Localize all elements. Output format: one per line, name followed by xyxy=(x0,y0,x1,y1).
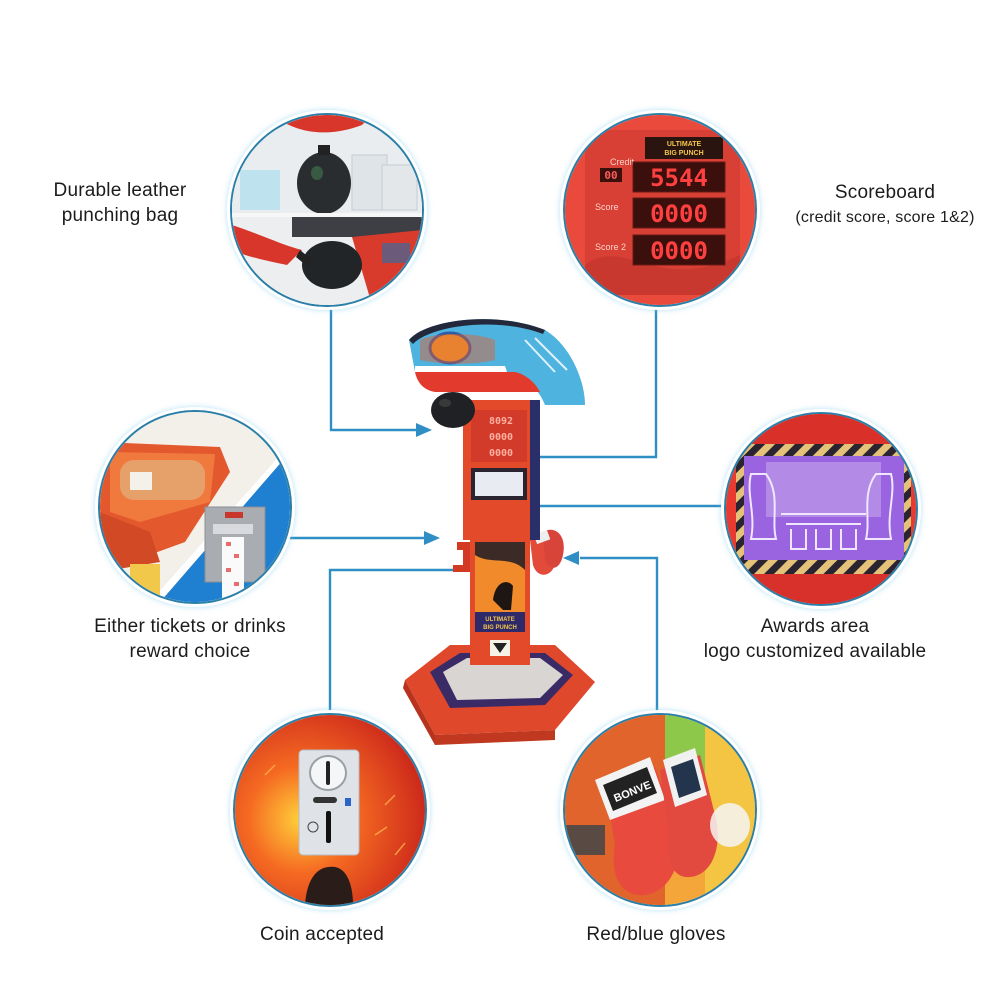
machine-punching-bag xyxy=(431,392,475,428)
awards-area-label: Awards area logo customized available xyxy=(665,614,965,664)
credit-label: Credit xyxy=(610,157,635,167)
main-score-value: 5544 xyxy=(650,164,708,192)
score1-value: 0000 xyxy=(650,200,708,228)
ticket-drink-dispenser-photo xyxy=(98,410,292,604)
awards-area-label-line1: Awards area xyxy=(760,616,870,637)
score1-label: Score xyxy=(595,202,619,212)
machine-mini-score-2: 0000 xyxy=(489,432,513,443)
coin-acceptor-photo xyxy=(233,713,427,907)
score2-label: Score 2 xyxy=(595,242,626,252)
punching-bag-label-line1: Durable leather xyxy=(53,180,187,201)
score2-value: 0000 xyxy=(650,237,708,265)
scoreboard-title: Scoreboard xyxy=(834,182,936,203)
gloves-label: Red/blue gloves xyxy=(556,922,756,947)
gloves-label-text: Red/blue gloves xyxy=(586,924,726,945)
coin-accepted-label: Coin accepted xyxy=(222,922,422,947)
awards-display-photo xyxy=(724,412,918,606)
reward-choice-label: Either tickets or drinks reward choice xyxy=(60,614,320,664)
boxing-gloves-photo: BONVE xyxy=(563,713,757,907)
scoreboard-photo: ULTIMATE BIG PUNCH Credit 00 5544 Score … xyxy=(563,113,757,307)
reward-choice-label-line1: Either tickets or drinks xyxy=(94,616,286,637)
credit-value: 00 xyxy=(604,169,617,182)
punching-bag-label-line2: punching bag xyxy=(61,205,179,226)
boxing-arcade-machine: ULTIMATE BIG PUNCH 8092 0000 0000 xyxy=(403,319,595,745)
marquee-line1: ULTIMATE xyxy=(485,617,514,623)
machine-mini-score-1: 8092 xyxy=(489,416,513,427)
punching-bag-label: Durable leather punching bag xyxy=(20,178,220,228)
reward-choice-label-line2: reward choice xyxy=(129,641,251,662)
punching-bag-photo xyxy=(230,113,424,307)
marquee-line2: BIG PUNCH xyxy=(483,625,517,631)
scoreboard-subtitle: (credit score, score 1&2) xyxy=(795,209,975,226)
coin-accepted-label-text: Coin accepted xyxy=(259,924,385,945)
scoreboard-brand-line2: BIG PUNCH xyxy=(664,150,703,157)
scoreboard-label: Scoreboard (credit score, score 1&2) xyxy=(770,180,1000,230)
awards-area-label-line2: logo customized available xyxy=(703,641,927,662)
machine-mini-score-3: 0000 xyxy=(489,448,513,459)
scoreboard-brand-line1: ULTIMATE xyxy=(667,141,702,148)
